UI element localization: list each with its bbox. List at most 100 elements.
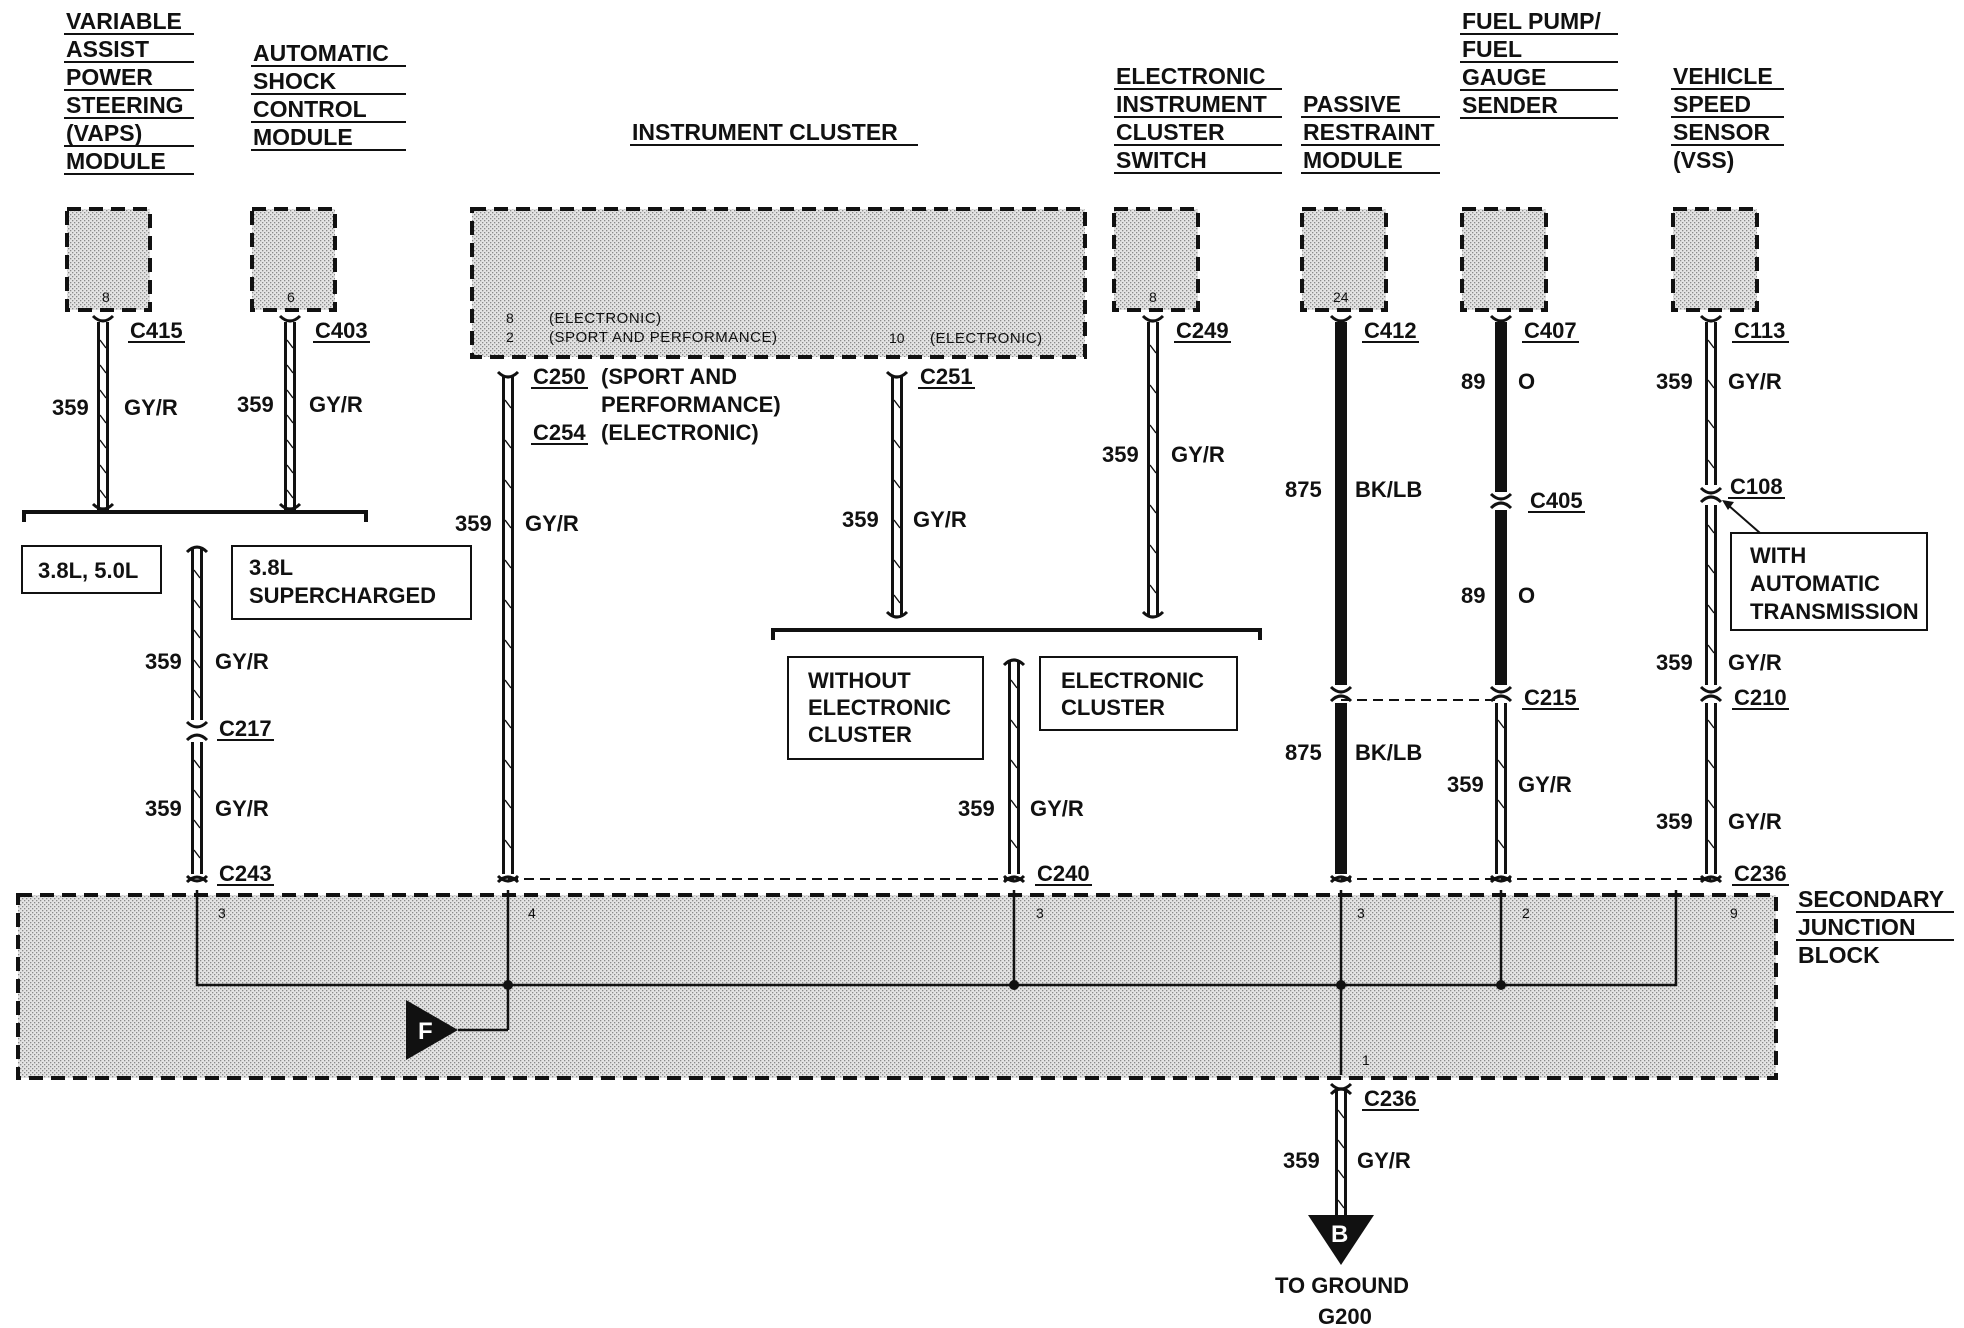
svg-text:GY/R: GY/R (215, 649, 269, 674)
sjb-pin-numbers: 3 4 3 3 2 9 1 (218, 905, 1738, 1068)
svg-text:C405: C405 (1530, 488, 1583, 513)
svg-text:9: 9 (1730, 905, 1738, 921)
svg-text:TO GROUND: TO GROUND (1275, 1273, 1409, 1298)
svg-text:GAUGE: GAUGE (1462, 64, 1546, 90)
flag-b: B (1308, 1215, 1374, 1265)
svg-text:89: 89 (1461, 369, 1485, 394)
svg-text:8: 8 (506, 310, 514, 326)
svg-text:C215: C215 (1524, 685, 1577, 710)
svg-text:B: B (1331, 1221, 1348, 1248)
module-boxes (16, 207, 1778, 1080)
svg-text:C113: C113 (1734, 318, 1785, 343)
svg-text:C240: C240 (1037, 861, 1090, 886)
svg-text:875: 875 (1285, 477, 1322, 502)
option-box-engines-a: 3.8L, 5.0L (21, 545, 162, 594)
svg-text:359: 359 (958, 796, 995, 821)
svg-text:ELECTRONIC: ELECTRONIC (1116, 63, 1266, 89)
svg-text:C412: C412 (1364, 318, 1417, 343)
svg-text:3: 3 (1036, 905, 1044, 921)
connector-labels: C415 C403 C250 C254 C251 C249 C412 C407 … (130, 318, 1787, 1111)
svg-text:C243: C243 (219, 861, 272, 886)
svg-text:3: 3 (1357, 905, 1365, 921)
fuel-sender-box (1460, 207, 1548, 312)
svg-text:FUEL PUMP/: FUEL PUMP/ (1462, 8, 1601, 34)
option-box-electronic-cluster: ELECTRONIC CLUSTER (1039, 656, 1238, 731)
svg-text:(ELECTRONIC): (ELECTRONIC) (930, 330, 1043, 347)
junction-bus (195, 890, 1678, 1075)
svg-text:ELECTRONIC: ELECTRONIC (1061, 668, 1204, 693)
svg-text:GY/R: GY/R (1728, 369, 1782, 394)
svg-text:PERFORMANCE): PERFORMANCE) (601, 392, 781, 417)
circuit-labels: 359 GY/R 359 GY/R 359 GY/R 359 GY/R 359 … (52, 369, 1782, 1173)
svg-text:ASSIST: ASSIST (66, 36, 149, 62)
svg-text:24: 24 (1333, 289, 1349, 305)
svg-text:10: 10 (889, 330, 905, 346)
eic-switch-box (1112, 207, 1200, 312)
svg-text:GY/R: GY/R (913, 507, 967, 532)
svg-text:4: 4 (528, 905, 536, 921)
svg-text:359: 359 (1283, 1148, 1320, 1173)
flag-f: F (406, 1000, 458, 1060)
svg-text:C251: C251 (920, 364, 973, 389)
svg-text:FUEL: FUEL (1462, 36, 1522, 62)
svg-text:6: 6 (287, 289, 295, 305)
svg-text:359: 359 (1656, 809, 1693, 834)
svg-text:CLUSTER: CLUSTER (808, 722, 912, 747)
svg-text:SPEED: SPEED (1673, 91, 1751, 117)
svg-text:C236: C236 (1364, 1086, 1417, 1111)
svg-text:C250: C250 (533, 364, 586, 389)
vss-title: VEHICLE SPEED SENSOR (VSS) (1671, 63, 1784, 173)
wire-hatching (99, 339, 1715, 1209)
svg-text:F: F (418, 1018, 433, 1045)
svg-text:(VSS): (VSS) (1673, 147, 1734, 173)
svg-text:359: 359 (1656, 369, 1693, 394)
svg-text:GY/R: GY/R (124, 395, 178, 420)
svg-text:CONTROL: CONTROL (253, 96, 367, 122)
svg-text:(SPORT AND: (SPORT AND (601, 364, 737, 389)
svg-text:TRANSMISSION: TRANSMISSION (1750, 599, 1919, 624)
shock-module-box (250, 207, 337, 312)
svg-text:8: 8 (102, 289, 110, 305)
svg-text:(VAPS): (VAPS) (66, 120, 142, 146)
svg-text:SECONDARY: SECONDARY (1798, 886, 1944, 912)
svg-text:C403: C403 (315, 318, 368, 343)
svg-text:AUTOMATIC: AUTOMATIC (1750, 571, 1880, 596)
svg-text:C210: C210 (1734, 685, 1787, 710)
ground-label: TO GROUND G200 (1275, 1273, 1409, 1328)
svg-text:359: 359 (842, 507, 879, 532)
svg-text:O: O (1518, 369, 1535, 394)
svg-text:GY/R: GY/R (1171, 442, 1225, 467)
dashed-links (508, 699, 1711, 880)
svg-text:VARIABLE: VARIABLE (66, 8, 182, 34)
instrument-cluster-box (470, 207, 1087, 359)
svg-text:8: 8 (1149, 289, 1157, 305)
svg-text:SWITCH: SWITCH (1116, 147, 1207, 173)
svg-text:BLOCK: BLOCK (1798, 942, 1880, 968)
svg-text:359: 359 (237, 392, 274, 417)
secondary-junction-block-box (16, 893, 1778, 1080)
svg-text:C254: C254 (533, 420, 586, 445)
svg-text:(SPORT AND PERFORMANCE): (SPORT AND PERFORMANCE) (549, 329, 777, 346)
svg-text:89: 89 (1461, 583, 1485, 608)
fuel-sender-title: FUEL PUMP/ FUEL GAUGE SENDER (1460, 8, 1618, 119)
svg-text:INSTRUMENT CLUSTER: INSTRUMENT CLUSTER (632, 119, 898, 145)
option-box-automatic-transmission: WITH AUTOMATIC TRANSMISSION (1722, 500, 1928, 631)
prm-box (1300, 207, 1388, 312)
svg-text:1: 1 (1362, 1052, 1370, 1068)
vaps-module-box (65, 207, 152, 312)
svg-text:GY/R: GY/R (1030, 796, 1084, 821)
svg-text:359: 359 (145, 796, 182, 821)
wires (97, 322, 1717, 1215)
svg-text:3.8L: 3.8L (249, 555, 293, 580)
vaps-module-title: VARIABLE ASSIST POWER STEERING (VAPS) MO… (64, 8, 194, 175)
module-pin-numbers: 8 6 8 2 (ELECTRONIC) (SPORT AND PERFORMA… (102, 289, 1349, 347)
svg-text:SHOCK: SHOCK (253, 68, 336, 94)
svg-text:G200: G200 (1318, 1304, 1372, 1328)
svg-text:(ELECTRONIC): (ELECTRONIC) (601, 420, 759, 445)
svg-text:STEERING: STEERING (66, 92, 184, 118)
svg-text:359: 359 (52, 395, 89, 420)
connector-symbols (91, 314, 1723, 1096)
svg-text:359: 359 (1102, 442, 1139, 467)
eic-switch-title: ELECTRONIC INSTRUMENT CLUSTER SWITCH (1114, 63, 1282, 174)
